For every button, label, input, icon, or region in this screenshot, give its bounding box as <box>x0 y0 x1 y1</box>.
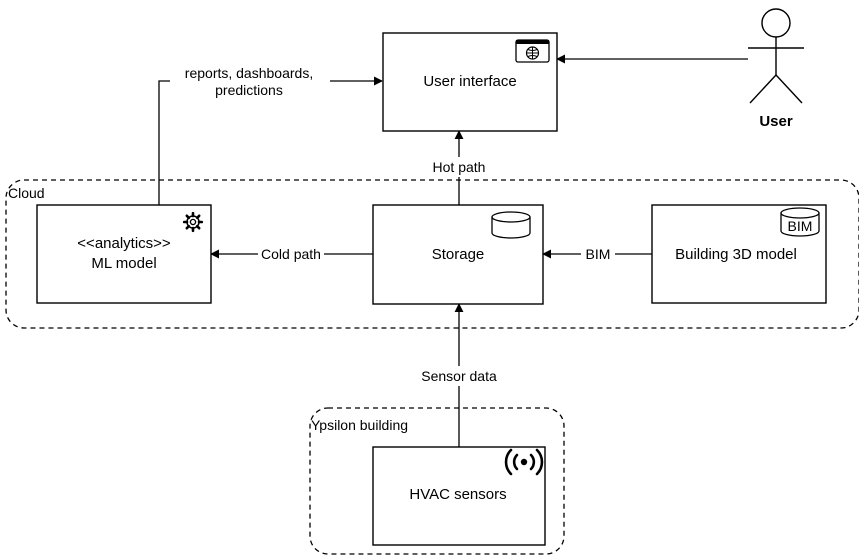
cold-path-label: Cold path <box>261 246 321 262</box>
user-actor-label: User <box>759 113 793 130</box>
ml-model-stereotype: <<analytics>> <box>77 235 171 252</box>
hvac-sensors-box: HVAC sensors <box>372 446 546 546</box>
edge-ml-to-ui: reports, dashboards, predictions <box>158 64 383 205</box>
cloud-container: Cloud <box>5 179 859 329</box>
user-interface-box: User interface <box>382 32 558 132</box>
edge-bim-to-storage: BIM <box>542 245 652 263</box>
sensor-data-label: Sensor data <box>421 368 497 384</box>
edge-sensors-to-storage: Sensor data <box>413 303 505 447</box>
database-icon <box>491 211 531 239</box>
building-model-box: Building 3D model BIM <box>651 204 827 304</box>
building-model-label: Building 3D model <box>675 246 797 263</box>
user-interface-label: User interface <box>423 73 516 90</box>
reports-label-line2: predictions <box>215 82 283 98</box>
ml-model-label: ML model <box>91 255 156 272</box>
browser-window-icon <box>515 39 550 63</box>
user-actor: User <box>748 8 804 130</box>
stick-figure-icon <box>748 8 804 104</box>
hvac-sensors-label: HVAC sensors <box>409 486 506 503</box>
bim-database-icon: BIM <box>780 207 820 237</box>
hot-path-label: Hot path <box>433 159 486 175</box>
bim-edge-label: BIM <box>586 246 611 262</box>
edge-storage-to-ml: Cold path <box>210 245 373 263</box>
building-container: Ypsilon building <box>309 407 565 555</box>
building-label: Ypsilon building <box>311 417 408 433</box>
storage-box: Storage <box>372 204 544 305</box>
edge-storage-to-ui: Hot path <box>425 130 493 205</box>
wireless-signal-icon <box>504 448 544 476</box>
cloud-label: Cloud <box>8 185 45 201</box>
storage-label: Storage <box>432 246 485 263</box>
reports-label-line1: reports, dashboards, <box>185 65 313 81</box>
ml-model-box: <<analytics>> ML model <box>36 204 212 304</box>
bim-badge-text: BIM <box>788 218 813 234</box>
gear-icon <box>182 211 204 233</box>
